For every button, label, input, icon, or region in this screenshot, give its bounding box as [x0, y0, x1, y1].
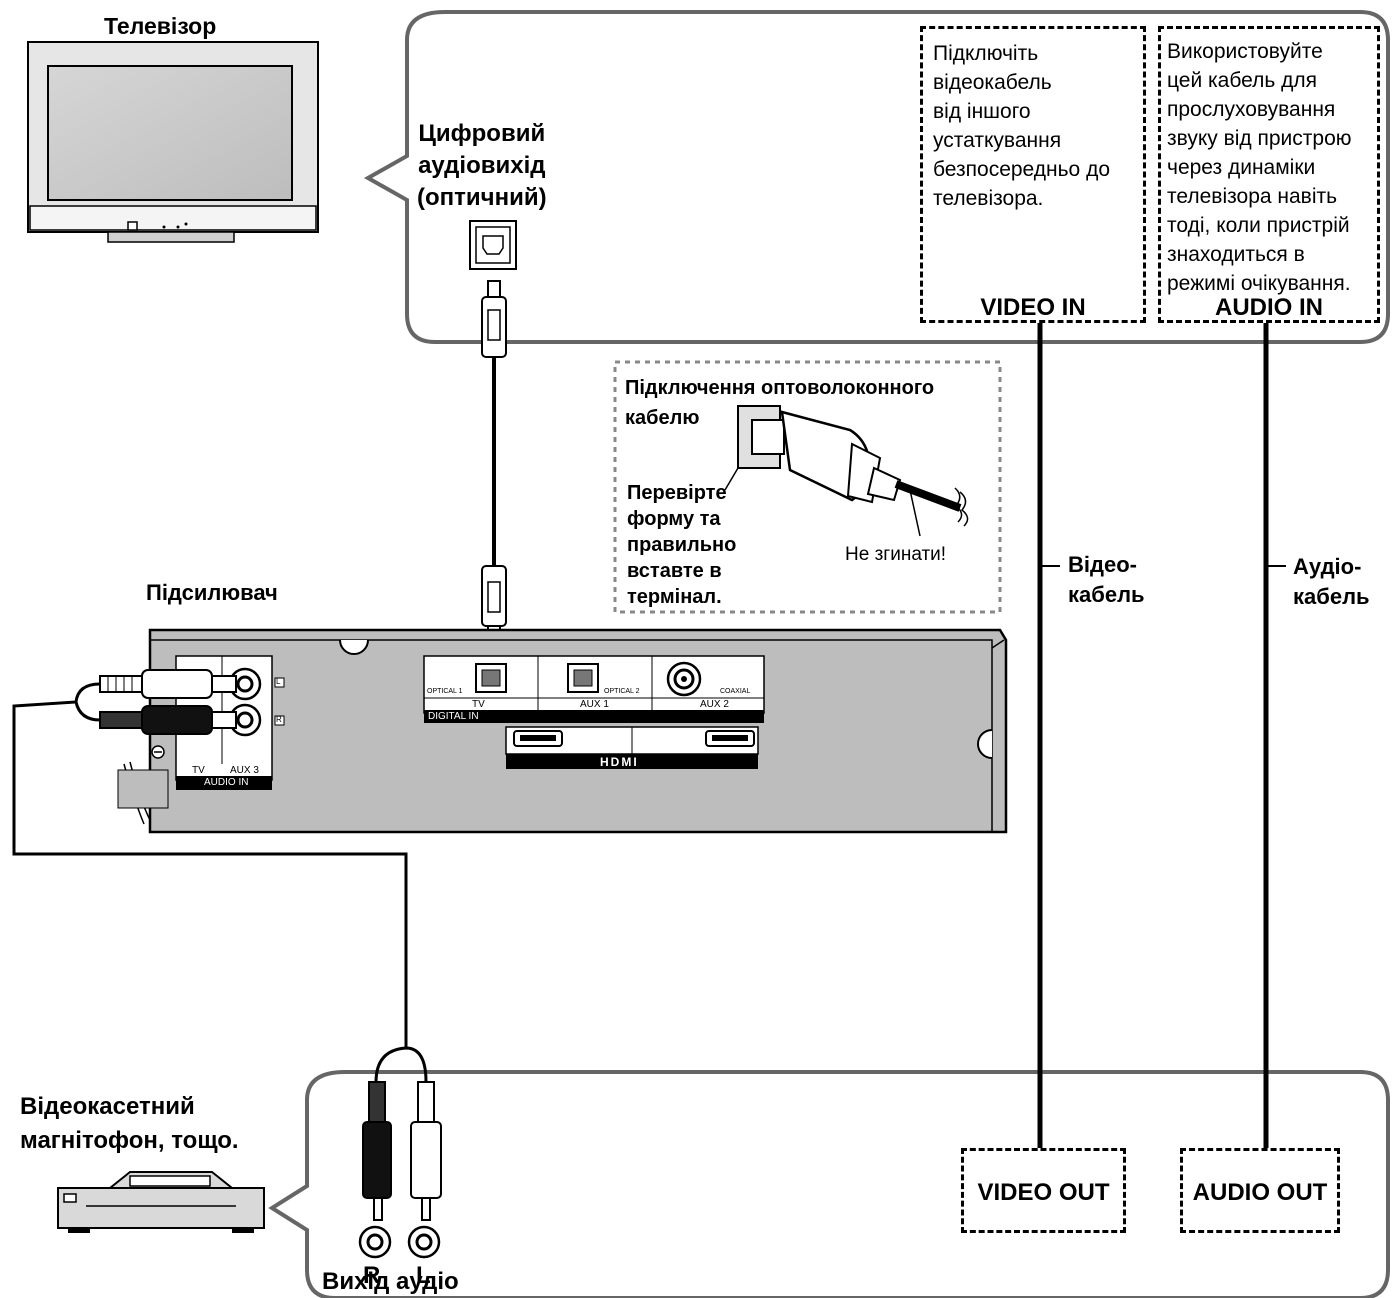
video-cable-label: Відео- кабель — [1068, 552, 1145, 607]
fiber-check-shape-note: Перевірте форму та правильно вставте в т… — [627, 482, 737, 608]
source-jack-l: L — [416, 1262, 431, 1289]
hdmi-bd-in-label: BD/DVD IN — [704, 755, 745, 764]
audio-out-box: AUDIO OUT — [1180, 1148, 1340, 1233]
rca-plugs-into-vcr — [358, 1046, 442, 1259]
tv-optical-output-label: Цифровий аудіовихід (оптичний) — [417, 120, 547, 211]
hdmi-logo: HDMI — [600, 755, 639, 769]
audio-in-label: AUDIO IN — [1215, 294, 1323, 321]
video-out-box: VIDEO OUT — [961, 1148, 1126, 1233]
video-out-label: VIDEO OUT — [977, 1179, 1110, 1206]
amp-jack-r: R — [276, 715, 282, 724]
optical1-sub: TV — [472, 699, 485, 710]
rca-plugs-into-amplifier — [12, 669, 408, 1048]
source-jack-r: R — [363, 1262, 381, 1289]
coaxial-label: COAXIAL — [720, 688, 751, 695]
fiber-do-not-bend-note: Не згинати! — [845, 544, 947, 565]
audio-cable-label: Аудіо- кабель — [1293, 554, 1370, 609]
video-in-label: VIDEO IN — [980, 294, 1086, 321]
optical-cable — [481, 280, 507, 641]
audio-cable-line — [1263, 322, 1286, 1148]
fiber-plug-illustration — [724, 405, 969, 537]
optical2-label: OPTICAL 2 — [604, 688, 640, 695]
fiber-tip-title: Підключення оптоволоконного кабелю — [625, 377, 935, 429]
audio-in-tv-label: TV — [192, 765, 205, 776]
coaxial-sub: AUX 2 — [700, 699, 729, 710]
audio-in-aux3-label: AUX 3 — [230, 765, 259, 776]
optical2-sub: AUX 1 — [580, 699, 609, 710]
fiber-tip-inset-frame — [613, 360, 1002, 614]
audio-in-note: Використовуйте цей кабель для прослухову… — [1167, 40, 1352, 295]
hdmi-tv-out-label: (TV) OUT — [510, 755, 545, 764]
audio-in-box: Використовуйте цей кабель для прослухову… — [1158, 26, 1380, 323]
tv-title: Телевізор — [104, 13, 217, 39]
video-in-note: Підключіть відеокабель від іншого устатк… — [933, 42, 1111, 210]
television-illustration — [27, 41, 319, 243]
digital-in-group — [423, 655, 765, 723]
video-cable-line — [1037, 322, 1060, 1148]
hdmi-group — [505, 726, 759, 769]
digital-in-label: DIGITAL IN — [428, 711, 479, 722]
amp-jack-l: L — [276, 677, 281, 686]
audio-in-group-label: AUDIO IN — [204, 777, 249, 788]
tv-optical-port — [469, 220, 517, 270]
optical1-label: OPTICAL 1 — [427, 688, 463, 695]
video-in-box: Підключіть відеокабель від іншого устатк… — [920, 26, 1146, 323]
source-audio-out-label: Вихід аудіо — [322, 1268, 459, 1295]
amplifier-title: Підсилювач — [146, 580, 278, 605]
audio-out-label: AUDIO OUT — [1192, 1179, 1328, 1206]
source-device-title: Відеокасетний магнітофон, тощо. — [20, 1093, 239, 1154]
vcr-illustration — [57, 1171, 265, 1233]
